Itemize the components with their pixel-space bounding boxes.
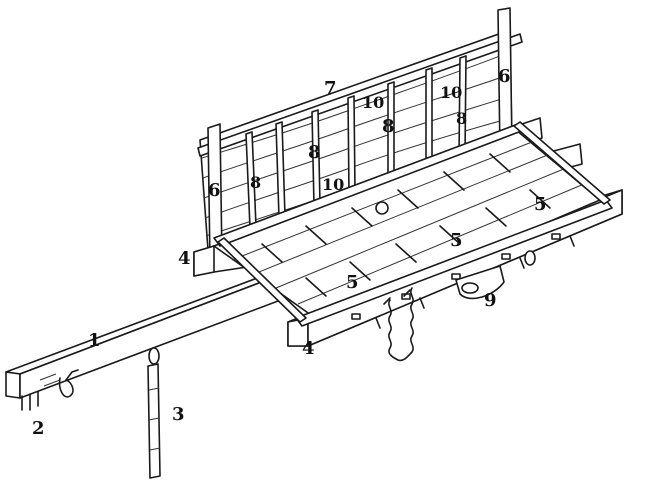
- callout-5-mid: 5: [450, 230, 463, 251]
- callout-7: 7: [324, 78, 337, 99]
- stake: [147, 347, 161, 479]
- callout-4-left: 4: [178, 248, 191, 269]
- callout-9: 9: [484, 290, 497, 311]
- callout-10-b: 10: [440, 83, 462, 102]
- callout-6-left: 6: [208, 180, 221, 201]
- callout-1: 1: [88, 330, 101, 351]
- callout-8-a: 8: [250, 173, 261, 192]
- callout-labels: 1 2 3 4 4 5 5 5 6 6 7 8 8 8 8 9 10 10 10: [32, 66, 547, 439]
- callout-5-left: 5: [346, 272, 359, 293]
- callout-6-right: 6: [498, 66, 511, 87]
- corner-posts: [207, 7, 513, 263]
- callout-10-c: 10: [322, 175, 344, 194]
- chain: [383, 287, 414, 362]
- roller: [455, 250, 536, 300]
- callout-8-b: 8: [308, 142, 321, 163]
- callout-2: 2: [32, 418, 45, 439]
- callout-5-right: 5: [534, 194, 547, 215]
- cross-slats: [213, 121, 613, 327]
- callout-10-a: 10: [362, 93, 384, 112]
- callout-8-d: 8: [456, 109, 467, 128]
- callout-3: 3: [172, 404, 185, 425]
- callout-4-front: 4: [302, 338, 315, 359]
- hitch-pins: [21, 369, 79, 411]
- callout-8-c: 8: [382, 116, 395, 137]
- wall-slats: [245, 55, 467, 229]
